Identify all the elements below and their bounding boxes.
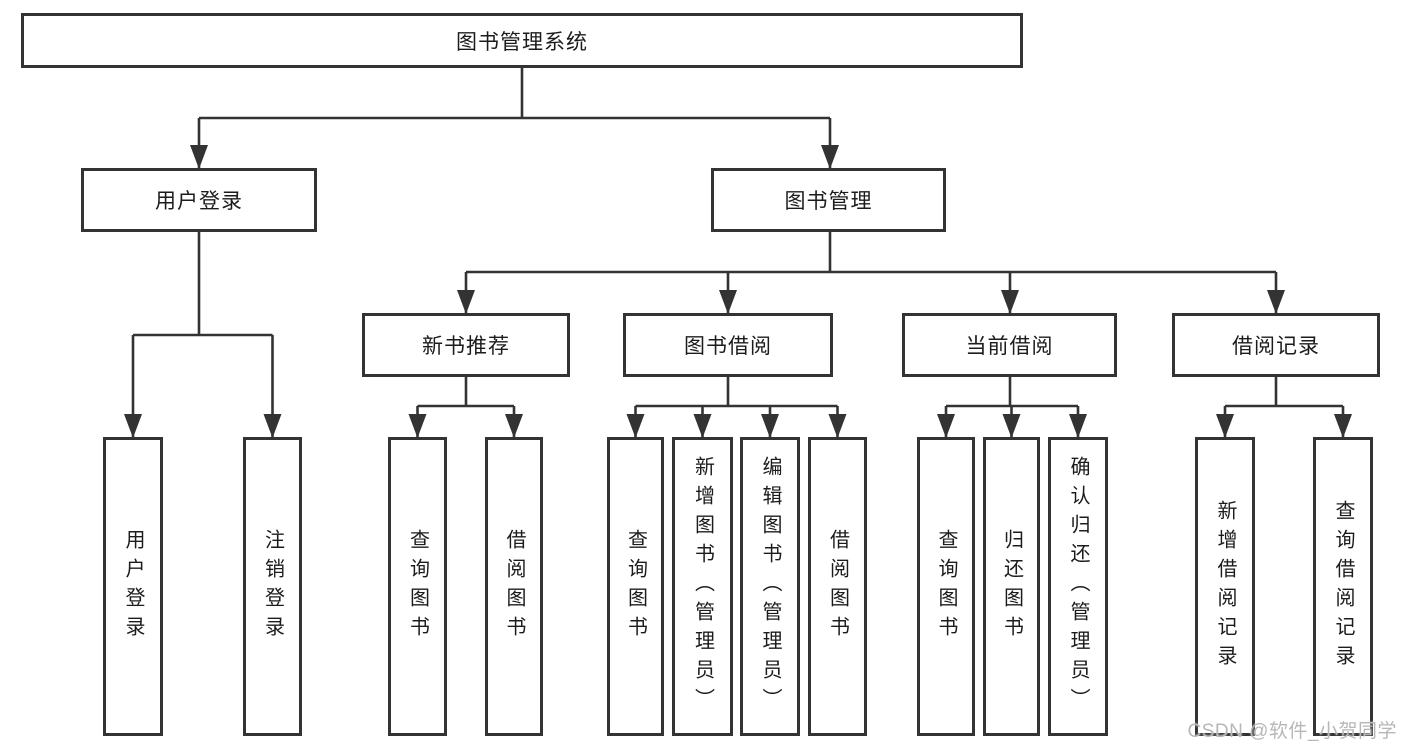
leaf-logout: 注销登录	[243, 437, 302, 736]
connector-new-book-children	[408, 377, 523, 438]
leaf-record-add-borrow-record: 新增借阅记录	[1195, 437, 1255, 736]
connector-user-login-children	[124, 232, 282, 438]
csdn-watermark: CSDN @软件_小贺同学	[1187, 721, 1397, 742]
node-current-borrow: 当前借阅	[902, 313, 1117, 377]
leaf-borrow-borrow-books: 借阅图书	[808, 437, 867, 736]
node-new-book-rec: 新书推荐	[362, 313, 570, 377]
leaf-current-return-books: 归还图书	[983, 437, 1040, 736]
connector-borrow-record-children	[1216, 377, 1352, 438]
leaf-borrow-add-books-admin: 新增图书（管理员）	[672, 437, 733, 736]
leaf-borrow-edit-books-admin: 编辑图书（管理员）	[740, 437, 800, 736]
node-user-login: 用户登录	[81, 168, 317, 232]
leaf-current-confirm-return-admin: 确认归还（管理员）	[1048, 437, 1108, 736]
leaf-borrow-query-books: 查询图书	[607, 437, 664, 736]
node-book-borrow: 图书借阅	[623, 313, 833, 377]
connector-current-borrow-children	[937, 377, 1087, 438]
leaf-record-query-borrow-record: 查询借阅记录	[1313, 437, 1373, 736]
connector-book-mgmt-children	[457, 232, 1285, 314]
node-root-system: 图书管理系统	[21, 13, 1023, 68]
connector-book-borrow-children	[626, 377, 847, 438]
leaf-newbook-borrow-books: 借阅图书	[485, 437, 543, 736]
connector-root-to-level2	[190, 68, 839, 169]
leaf-newbook-query-books: 查询图书	[388, 437, 447, 736]
leaf-current-query-books: 查询图书	[917, 437, 975, 736]
node-borrow-record: 借阅记录	[1172, 313, 1380, 377]
node-book-mgmt: 图书管理	[711, 168, 946, 232]
leaf-user-login: 用户登录	[103, 437, 163, 736]
